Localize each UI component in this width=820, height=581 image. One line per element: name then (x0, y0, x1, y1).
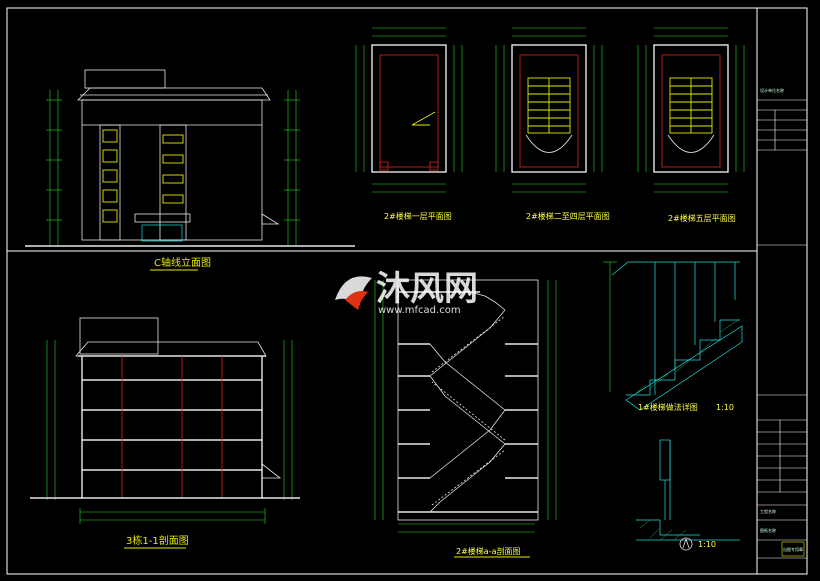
title-block: 设计单位名称 工程名称 图纸名称 出图专用章 (757, 87, 807, 559)
stair-plan-second-to-fifth: 2#楼梯二至四层平面图 (495, 27, 610, 221)
stair-detail-scale: 1:10 (716, 403, 734, 412)
title-block-project: 工程名称 (760, 508, 776, 514)
rail-detail-drawing: 1:10 (636, 439, 740, 551)
watermark: 沐风网 www.mfcad.com (335, 269, 478, 316)
watermark-url: www.mfcad.com (378, 305, 461, 316)
stair-plan-first-floor: 2#楼梯一层平面图 (355, 27, 463, 221)
stair-plan-second-caption: 2#楼梯二至四层平面图 (526, 211, 610, 221)
sheet-border (6, 7, 808, 575)
watermark-brand: 沐风网 (376, 269, 478, 309)
c-elevation-drawing: C轴线立面图 (25, 69, 355, 271)
stair-plan-top-caption: 2#楼梯五层平面图 (668, 213, 736, 223)
stair-detail-drawing: 1#楼梯做法详图 1:10 (603, 261, 743, 412)
title-block-stamp-box (781, 541, 805, 557)
title-block-company: 设计单位名称 (760, 87, 784, 93)
title-block-drawing-name: 图纸名称 (760, 527, 776, 533)
section-1-1-caption: 3栋1-1剖面图 (126, 534, 189, 547)
section-1-1-drawing: 3栋1-1剖面图 (30, 317, 300, 549)
title-block-stamp: 出图专用章 (783, 546, 803, 552)
stair-plan-top-floor: 2#楼梯五层平面图 (637, 27, 745, 223)
stair-plan-first-caption: 2#楼梯一层平面图 (384, 211, 452, 221)
stair-section-a-a: 2#楼梯a-a剖面图 (374, 279, 557, 558)
watermark-logo-icon (335, 276, 372, 310)
stair-detail-caption: 1#楼梯做法详图 (638, 402, 698, 412)
c-elevation-caption: C轴线立面图 (154, 256, 211, 269)
stair-section-caption: 2#楼梯a-a剖面图 (456, 546, 520, 556)
rail-detail-scale: 1:10 (698, 540, 716, 549)
